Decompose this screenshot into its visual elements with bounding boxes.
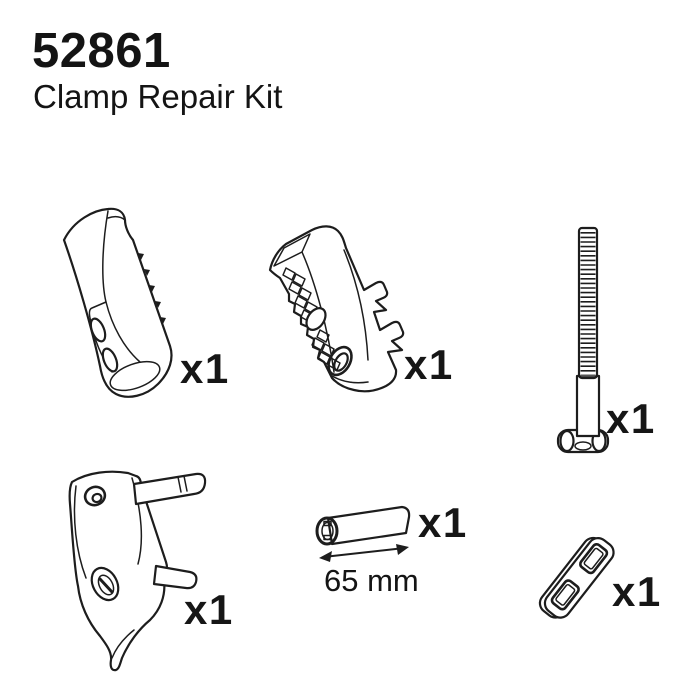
qty-label: x1 xyxy=(612,568,662,615)
dimension-label: 65 mm xyxy=(324,563,419,598)
clamp-cover-illustration xyxy=(62,207,173,398)
qty-label: x1 xyxy=(418,499,468,546)
serrated-jaw-illustration xyxy=(268,225,405,393)
clamp-bracket-illustration xyxy=(68,470,207,672)
dimension-arrow-icon xyxy=(319,544,409,562)
qty-label: x1 xyxy=(404,341,454,388)
slotted-plate-illustration xyxy=(538,536,615,619)
qty-label: x1 xyxy=(180,345,230,392)
qty-label: x1 xyxy=(184,586,234,633)
qty-label: x1 xyxy=(606,395,656,442)
pin-illustration xyxy=(315,505,411,546)
kit-title: Clamp Repair Kit xyxy=(33,78,283,115)
t-bolt-illustration xyxy=(556,226,610,454)
part-number: 52861 xyxy=(32,24,171,78)
